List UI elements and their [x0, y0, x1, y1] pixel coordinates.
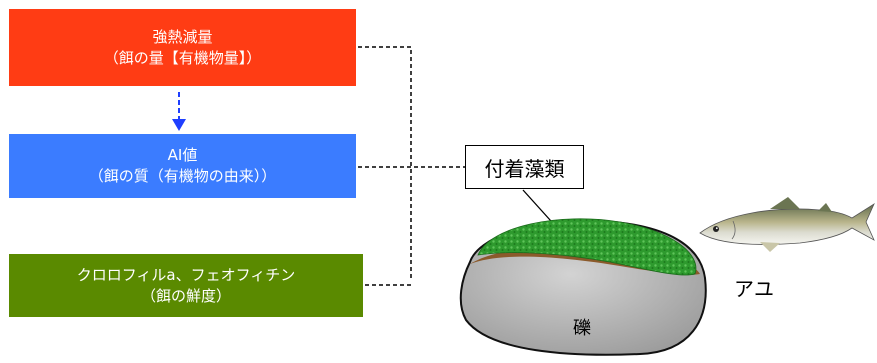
- ignition-loss-title: 強熱減量: [152, 27, 213, 46]
- chlorophyll-box: クロロフィルa、フェオフィチン （餌の鮮度）: [9, 254, 363, 317]
- ignition-loss-subtitle: （餌の量【有機物量】）: [103, 48, 262, 67]
- chlorophyll-subtitle: （餌の鮮度）: [140, 286, 231, 305]
- ai-value-box: AI値 （餌の質（有機物の由来））: [9, 134, 356, 198]
- attached-algae-label: 付着藻類: [465, 145, 584, 189]
- arrow-down-icon: [172, 92, 186, 131]
- ayu-label: アユ: [734, 277, 774, 301]
- ignition-loss-box: 強熱減量 （餌の量【有機物量】）: [9, 9, 356, 86]
- gravel-label: 礫: [573, 318, 591, 339]
- ai-value-subtitle: （餌の質（有機物の由来））: [88, 167, 277, 185]
- algae-layer: [477, 218, 697, 276]
- dashed-connectors: [358, 46, 465, 286]
- ayu-fish-icon: [699, 197, 875, 252]
- stone-icon: [459, 218, 707, 356]
- chlorophyll-title: クロロフィルa、フェオフィチン: [76, 265, 296, 284]
- ai-value-title: AI値: [167, 146, 198, 164]
- connector-ignition: [358, 46, 412, 280]
